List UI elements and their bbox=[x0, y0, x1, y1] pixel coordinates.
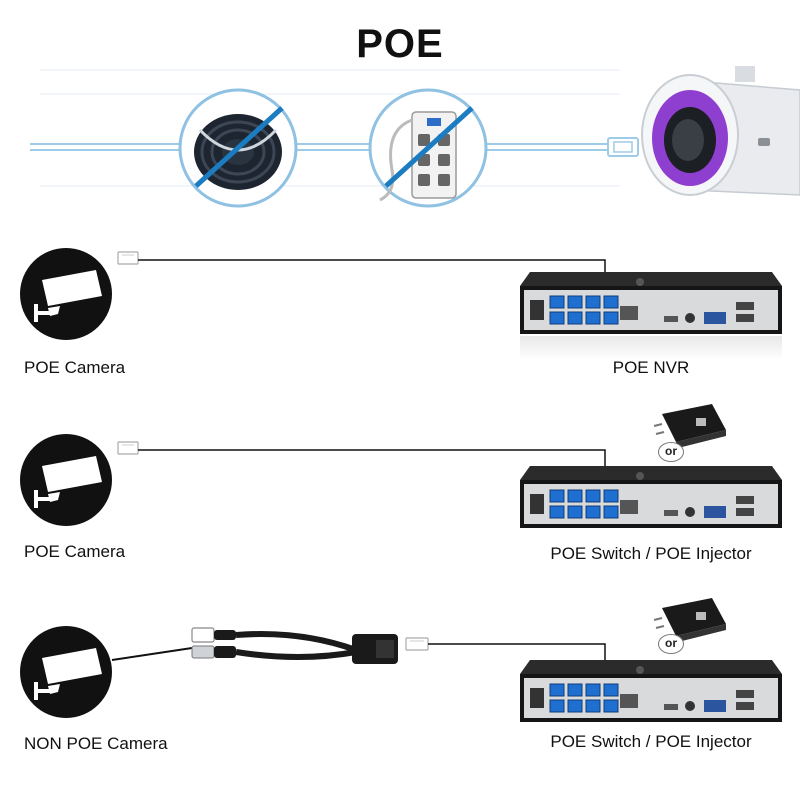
device-label: NON POE Camera bbox=[24, 734, 168, 753]
power-adapter-icon bbox=[653, 598, 726, 642]
power-adapter-icon bbox=[653, 404, 726, 448]
nvr-box-icon bbox=[520, 466, 782, 528]
security-camera-icon bbox=[20, 248, 112, 340]
banner-shading bbox=[40, 69, 620, 187]
power-cable-coil-icon bbox=[178, 88, 298, 208]
security-camera-icon bbox=[20, 434, 112, 526]
top-banner bbox=[30, 66, 800, 208]
poe-splitter-icon bbox=[191, 627, 398, 664]
device-label: POE Camera bbox=[24, 542, 126, 561]
or-badge: or bbox=[658, 634, 684, 654]
nvr-box-icon bbox=[520, 272, 782, 360]
device-label: POE Camera bbox=[24, 358, 126, 377]
recorder-label: POE Switch / POE Injector bbox=[550, 544, 752, 563]
security-camera-icon bbox=[20, 626, 112, 718]
banner-line bbox=[30, 143, 615, 151]
recorder-label: POE NVR bbox=[612, 358, 690, 377]
power-strip-icon bbox=[368, 88, 488, 208]
banner-rj45-connector-icon bbox=[607, 137, 639, 157]
page-title: POE bbox=[356, 22, 444, 66]
rj45-connector-icon bbox=[117, 251, 139, 265]
recorder-label: POE Switch / POE Injector bbox=[550, 732, 752, 751]
cross-out-line bbox=[384, 106, 474, 188]
network-cable bbox=[111, 647, 193, 661]
rj45-connector-icon bbox=[405, 637, 429, 651]
cross-out-line bbox=[194, 106, 284, 188]
bullet-camera-icon bbox=[641, 66, 800, 196]
rj45-connector-icon bbox=[117, 441, 139, 455]
or-badge: or bbox=[658, 442, 684, 462]
nvr-box-icon bbox=[520, 660, 782, 722]
